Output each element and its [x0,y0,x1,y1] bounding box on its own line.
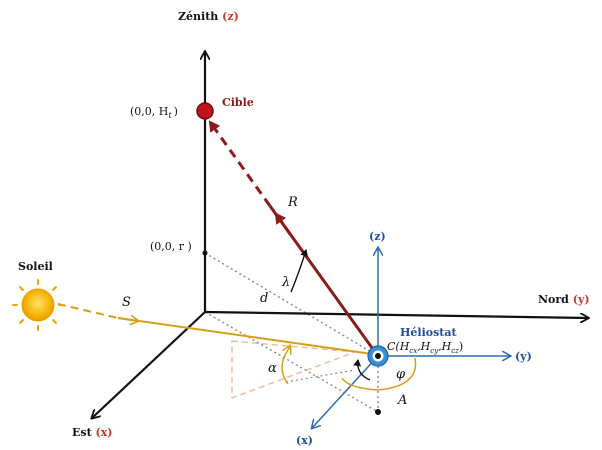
local-y-label: (y) [515,350,532,363]
phi-label: φ [396,367,406,382]
target-coordinates: (0,0, Ht) [130,105,178,120]
alpha-label: α [268,361,277,376]
d-label: d [260,291,268,306]
heliostat-label: Héliostat [400,326,457,339]
sun-ray-dashed [57,303,119,319]
target-vector-mid-arrow [274,212,292,235]
dotted-line-sun-projection [285,369,356,383]
lambda-label: λ [281,275,290,290]
target-vector-dashed [208,120,272,207]
north-axis [204,310,588,318]
point-r [202,250,208,256]
local-x-axis [312,355,379,428]
dotted-line-r-to-c [204,252,379,357]
heliostat-center [375,353,381,359]
s-vector-label: S [122,295,131,310]
sun-vector-s [117,317,373,355]
soleil-label: Soleil [18,260,53,273]
local-z-label: (z) [369,230,386,243]
dotted-line-origin-to-a [204,311,379,413]
sun-vector-arrow [117,318,138,321]
projection-triangle [231,340,356,400]
sun-icon [12,279,64,331]
c-coordinates: C(Hcx,Hcy,Hcz) [387,340,463,355]
target-marker [196,102,214,120]
point-a [375,409,381,415]
north-label: Nord (y) [538,293,590,306]
phi-small-arc [353,359,371,381]
a-label: A [397,393,407,408]
lambda-arc [290,249,309,293]
phi-arc [341,357,417,391]
local-x-label: (x) [296,434,313,447]
east-label: Est (x) [72,426,112,439]
east-axis [92,311,206,418]
r-coordinates: (0,0, r ) [150,240,192,253]
r-vector-label: R [287,195,298,210]
alpha-arc-tick [288,346,290,350]
zenith-label: Zénith (z) [178,10,239,23]
cible-label: Cible [222,96,254,109]
